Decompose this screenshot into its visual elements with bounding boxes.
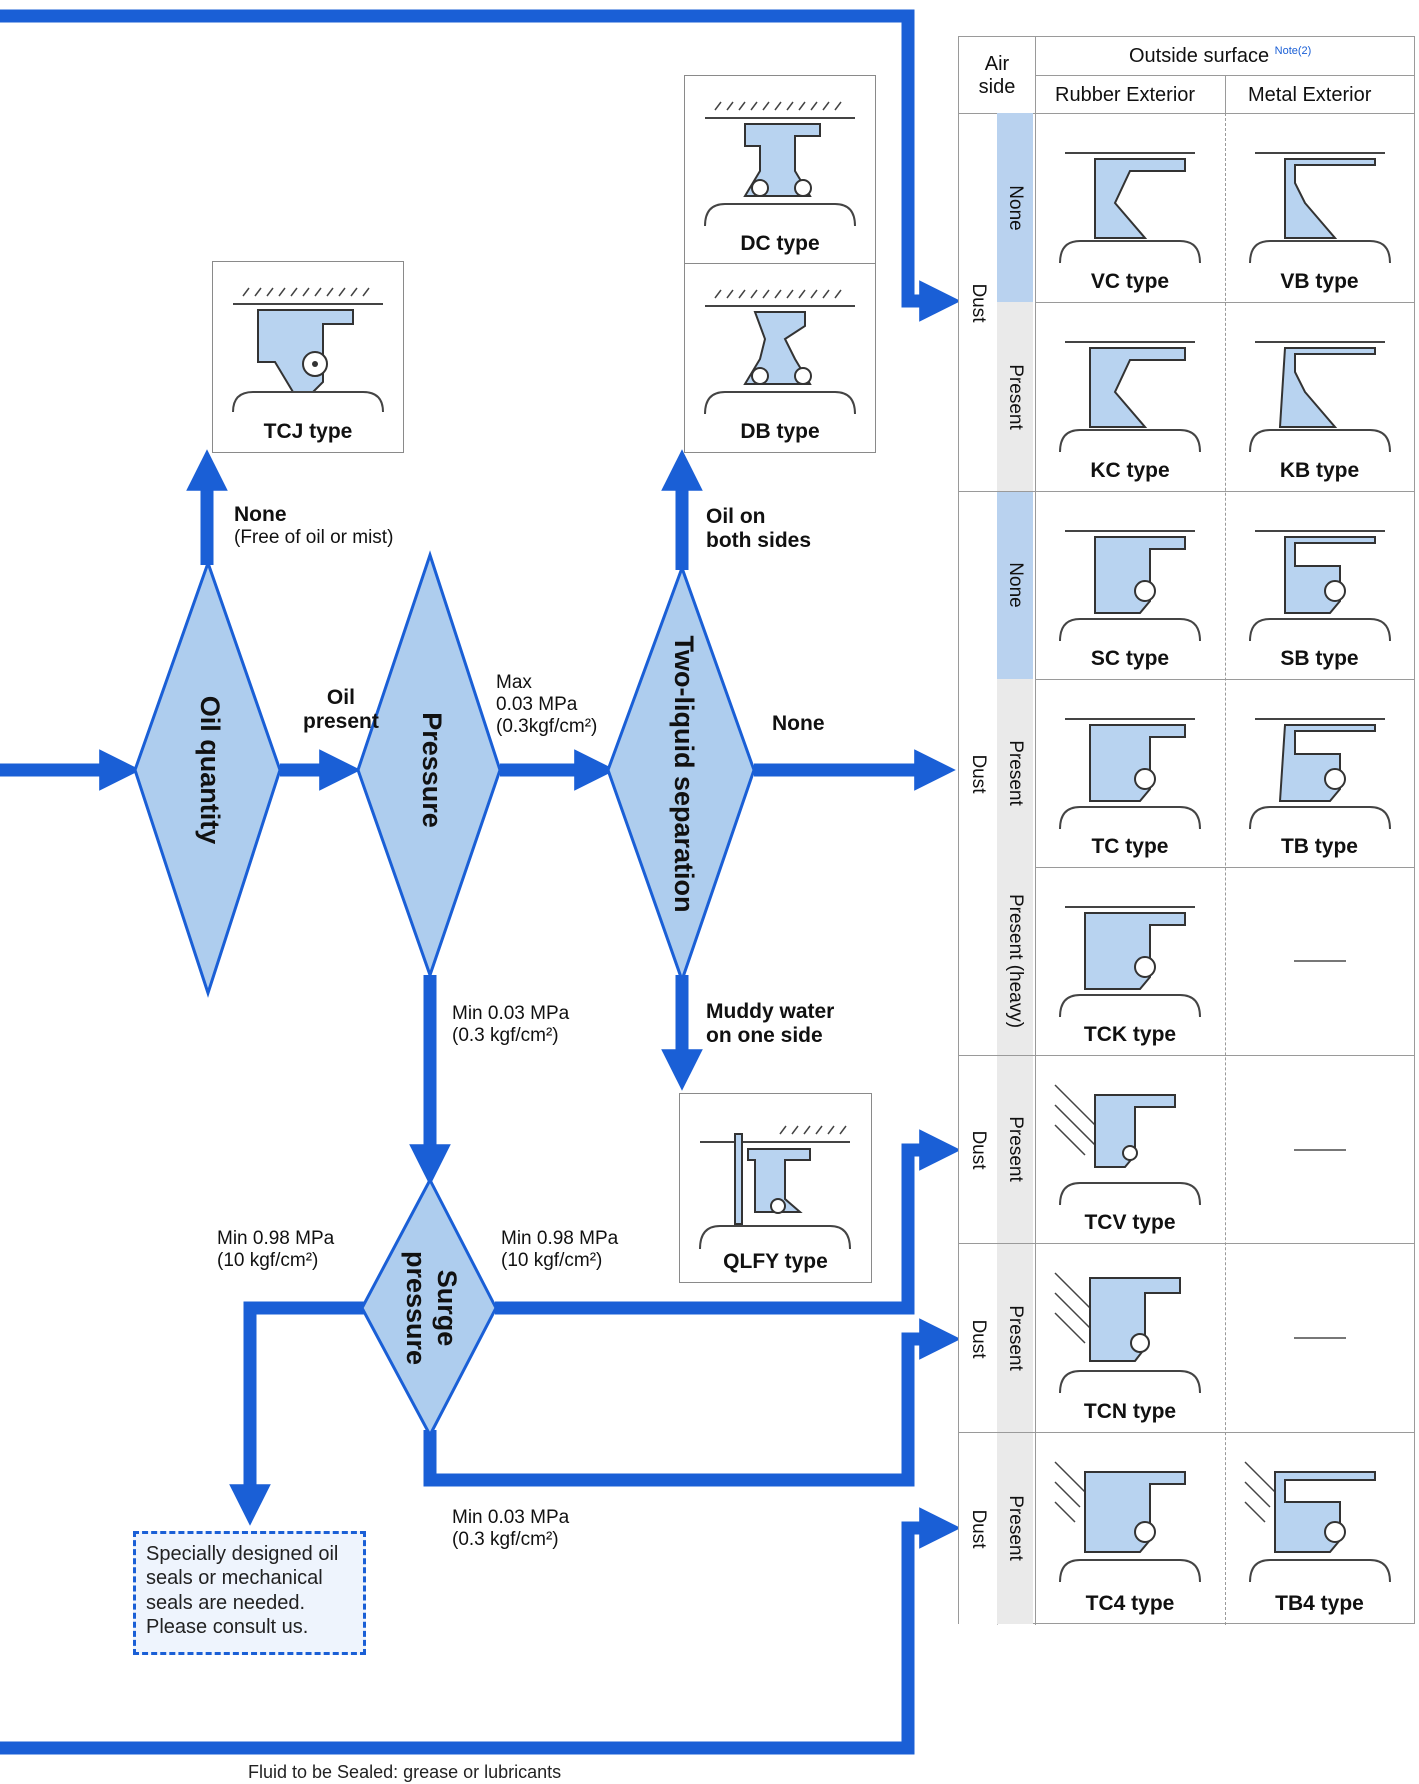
arrow-to-tcn — [423, 1318, 961, 1487]
arrow-top-bypass — [0, 9, 961, 322]
tb4-seal-icon — [1244, 1461, 1391, 1583]
kc-caption: KC type — [1090, 459, 1170, 482]
vb-caption: VB type — [1280, 270, 1359, 293]
strip-present-5: Present — [997, 1432, 1033, 1624]
group-dust-5: Dust — [959, 1432, 997, 1625]
min098-right-label: Min 0.98 MPa(10 kgf/cm²) — [501, 1228, 619, 1271]
footer-caption: Fluid to be Sealed: grease or lubricants — [248, 1762, 562, 1782]
tb-caption: TB type — [1280, 835, 1358, 858]
strip-present-3: Present — [997, 1055, 1033, 1243]
rubber-exterior-header: Rubber Exterior — [1055, 84, 1196, 106]
metal-exterior-header: Metal Exterior — [1248, 84, 1372, 106]
diamond-two-liquid — [606, 563, 756, 985]
none-mid-label: None — [772, 712, 825, 735]
cell-tcv: TCV type — [1035, 1055, 1225, 1243]
tck-caption: TCK type — [1083, 1023, 1177, 1046]
cell-sc: SC type — [1035, 491, 1225, 679]
arrow-to-consult — [229, 1301, 365, 1526]
kb-caption: KB type — [1279, 459, 1360, 482]
tb4-caption: TB4 type — [1275, 1592, 1364, 1615]
outside-surface-header: Outside surface Note(2) — [1129, 45, 1312, 67]
tc-seal-icon — [1059, 718, 1201, 830]
pressure-label: Pressure — [417, 712, 447, 828]
tc-caption: TC type — [1091, 835, 1169, 858]
dc-seal-icon — [704, 101, 856, 227]
group-dust-3: Dust — [959, 1055, 997, 1244]
strip-none-2: None — [997, 491, 1033, 679]
group-dust-1: Dust — [959, 113, 997, 492]
cell-vb: VB type — [1225, 113, 1414, 302]
arrow-grease-bypass — [0, 1507, 961, 1755]
cell-tc: TC type — [1035, 679, 1225, 867]
vb-seal-icon — [1249, 152, 1391, 264]
sb-seal-icon — [1249, 530, 1391, 642]
db-caption: DB type — [740, 420, 820, 443]
tcn-metal-dash — [1294, 1337, 1346, 1339]
tck-metal-dash — [1294, 960, 1346, 962]
qlfy-seal-icon — [699, 1125, 851, 1250]
group-dust-4: Dust — [959, 1243, 997, 1433]
tcj-caption: TCJ type — [263, 420, 353, 443]
vc-seal-icon — [1059, 152, 1201, 264]
tck-seal-icon — [1059, 906, 1201, 1018]
card-tcj: TCJ type — [212, 261, 404, 453]
tcj-seal-icon — [232, 287, 384, 413]
strip-present-2: Present — [997, 679, 1033, 867]
strip-present-4: Present — [997, 1243, 1033, 1432]
tc4-caption: TC4 type — [1085, 1592, 1175, 1615]
sb-caption: SB type — [1280, 647, 1359, 670]
tcn-caption: TCN type — [1083, 1400, 1177, 1423]
card-qlfy: QLFY type — [679, 1093, 872, 1283]
tcv-metal-dash — [1294, 1149, 1346, 1151]
two-liquid-label: Two-liquid separation — [669, 635, 699, 912]
surge-label-1: Surge — [432, 1270, 462, 1347]
diamond-pressure — [356, 550, 502, 980]
min098-left-label: Min 0.98 MPa(10 kgf/cm²) — [217, 1228, 335, 1271]
strip-present-heavy: Present (heavy) — [997, 867, 1033, 1055]
cell-tc4: TC4 type — [1035, 1432, 1225, 1624]
strip-none-1: None — [997, 113, 1033, 302]
none-free-label: None(Free of oil or mist) — [234, 503, 394, 549]
arrow-to-tcv — [495, 1129, 961, 1315]
kc-seal-icon — [1059, 341, 1201, 453]
cell-sb: SB type — [1225, 491, 1414, 679]
strip-present-1: Present — [997, 302, 1033, 491]
consult-box: Specially designed oil seals or mechanic… — [133, 1531, 366, 1655]
cell-tcn: TCN type — [1035, 1243, 1225, 1432]
kb-seal-icon — [1249, 341, 1391, 453]
card-db: DB type — [684, 263, 876, 453]
min-pressure-label: Min 0.03 MPa(0.3 kgf/cm²) — [452, 1003, 570, 1046]
surge-label-2: pressure — [401, 1251, 431, 1365]
min003b-label: Min 0.03 MPa(0.3 kgf/cm²) — [452, 1507, 570, 1550]
oil-quantity-label: Oil quantity — [195, 696, 225, 845]
tcv-caption: TCV type — [1084, 1211, 1176, 1234]
db-seal-icon — [704, 289, 856, 415]
diamond-surge — [360, 1176, 498, 1439]
dc-caption: DC type — [740, 232, 820, 255]
cell-kb: KB type — [1225, 302, 1414, 491]
vc-caption: VC type — [1090, 270, 1170, 293]
cell-kc: KC type — [1035, 302, 1225, 491]
sc-caption: SC type — [1090, 647, 1170, 670]
qlfy-caption: QLFY type — [723, 1250, 828, 1273]
tb-seal-icon — [1249, 718, 1391, 830]
cell-tb: TB type — [1225, 679, 1414, 867]
tc4-seal-icon — [1054, 1461, 1201, 1583]
cell-tb4: TB4 type — [1225, 1432, 1414, 1624]
sc-seal-icon — [1059, 530, 1201, 642]
tcv-seal-icon — [1054, 1084, 1201, 1206]
cell-vc: VC type — [1035, 113, 1225, 302]
group-dust-2: Dust — [959, 491, 997, 1056]
card-dc: DC type — [684, 75, 876, 265]
diamond-oil-quantity — [133, 558, 282, 998]
cell-tck: TCK type — [1035, 867, 1225, 1055]
tcn-seal-icon — [1054, 1272, 1201, 1394]
